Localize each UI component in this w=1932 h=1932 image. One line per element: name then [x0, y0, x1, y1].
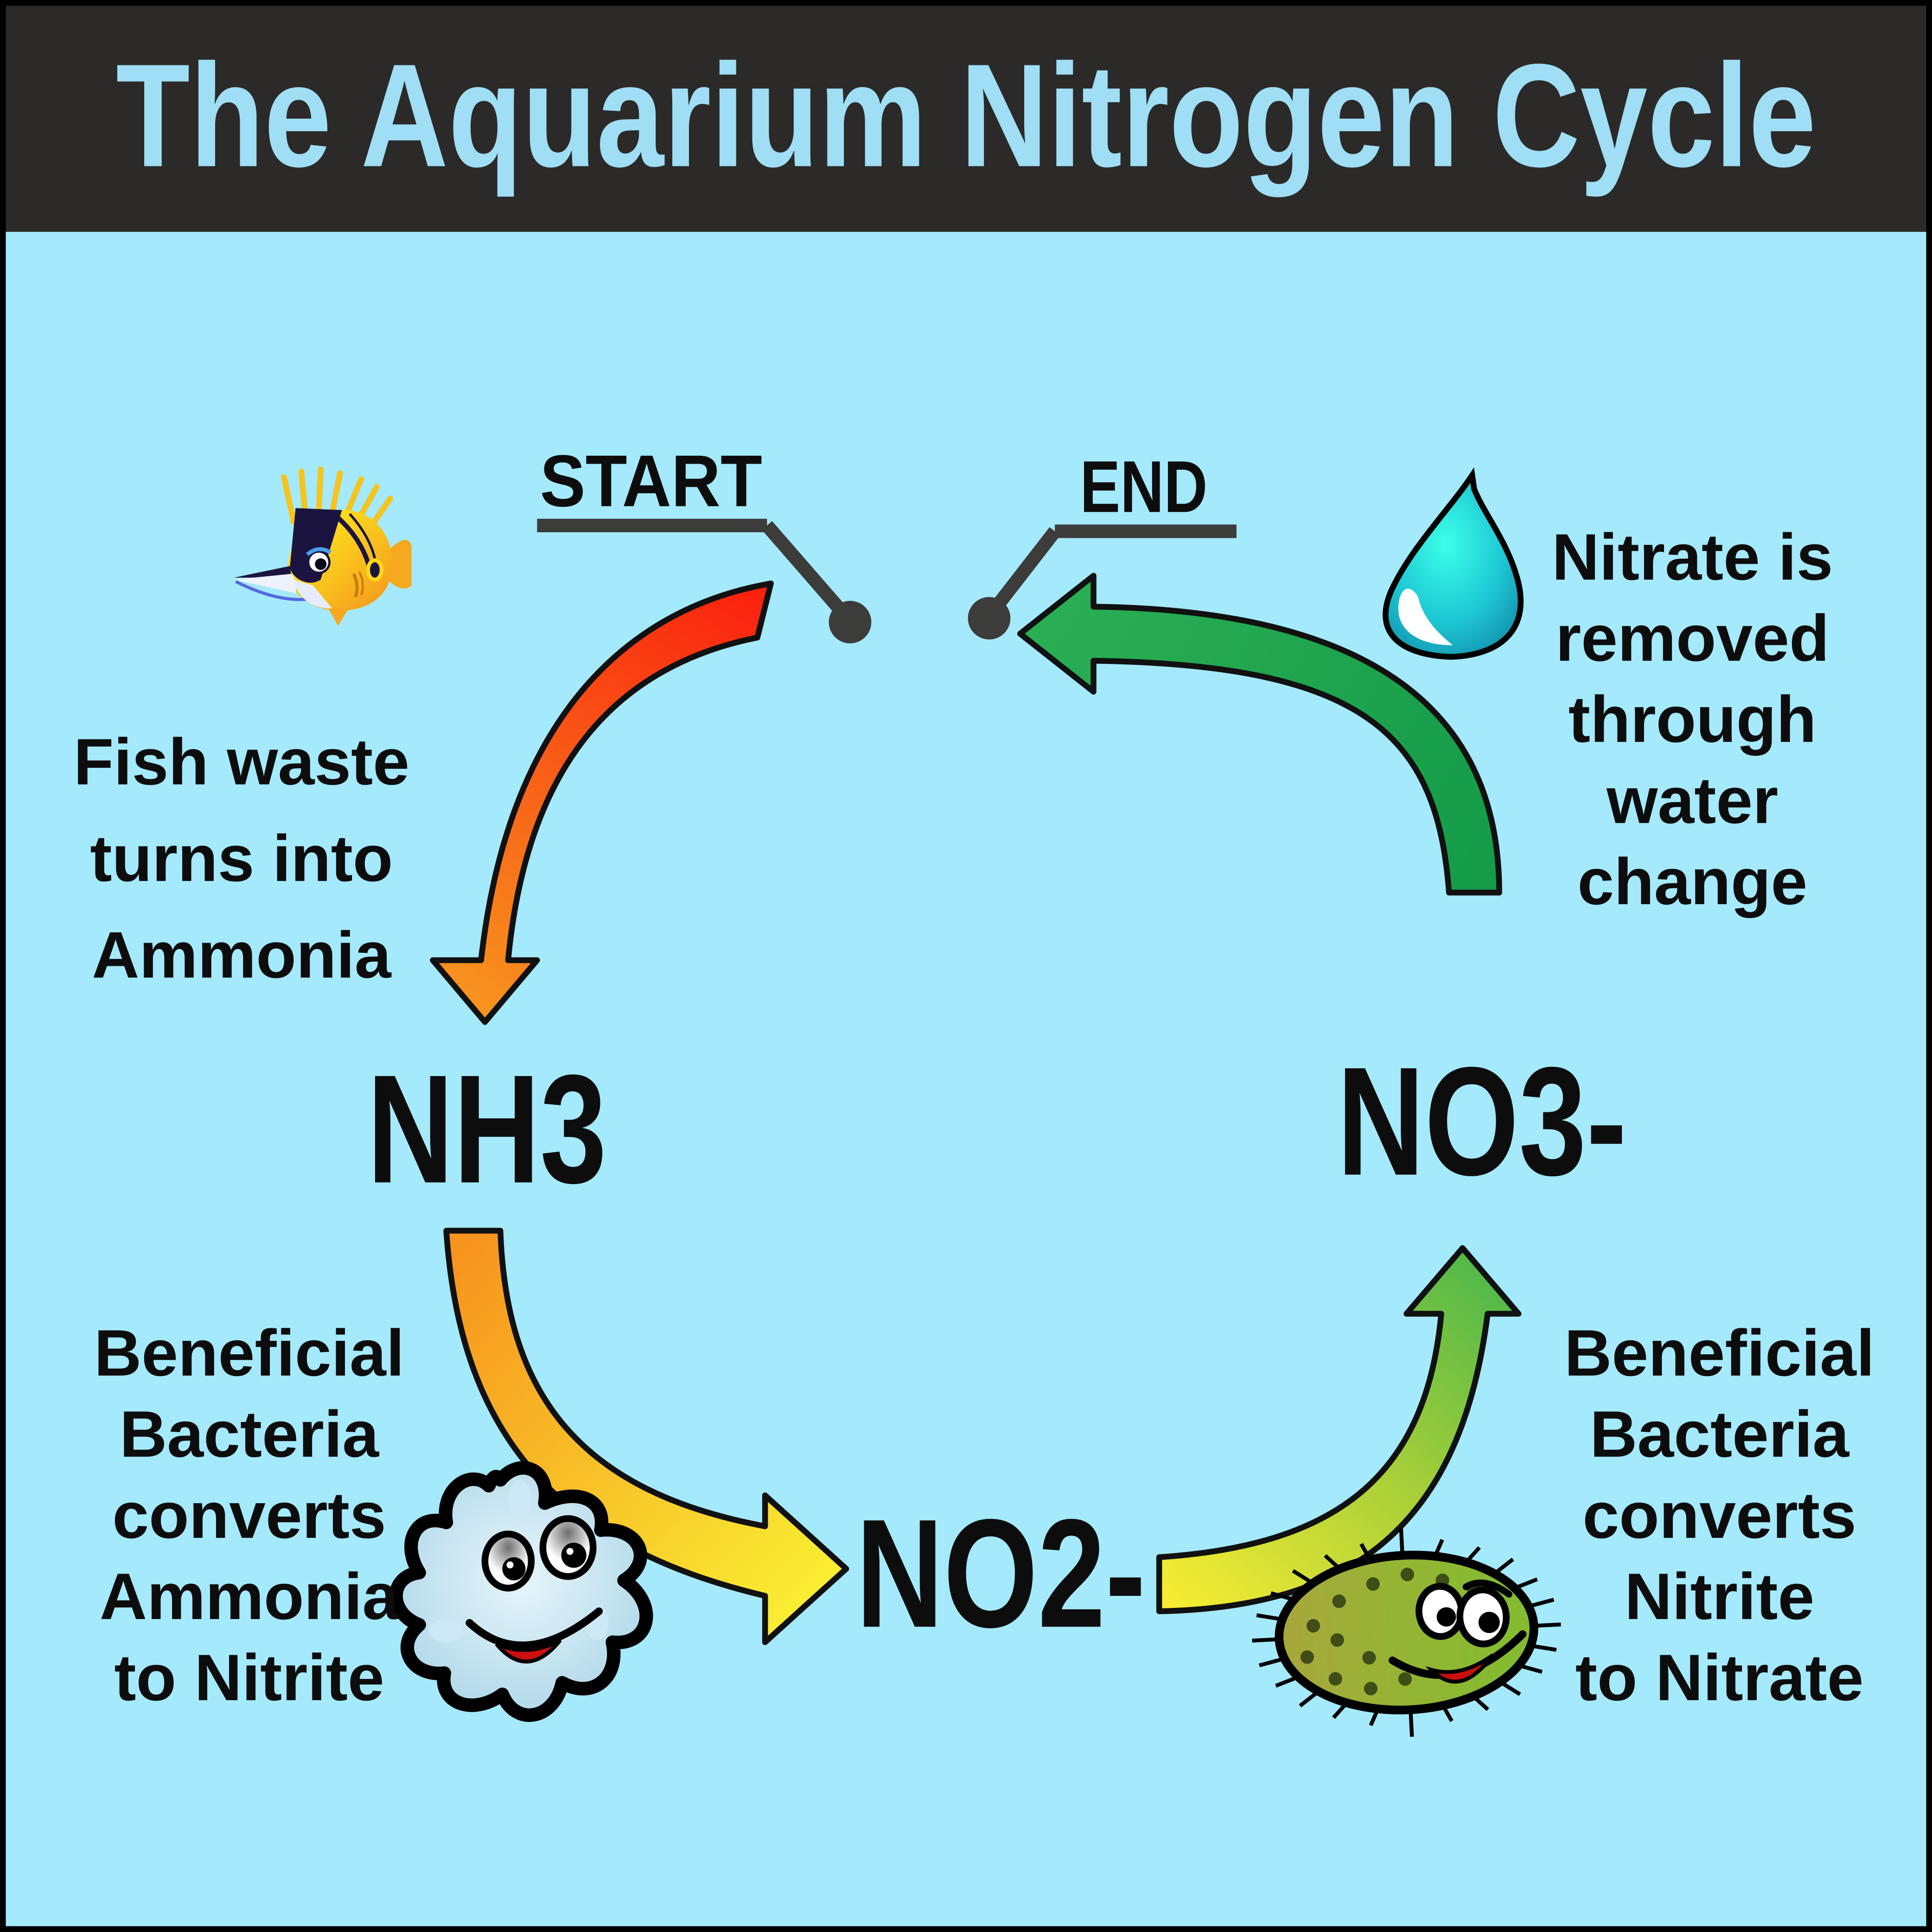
- note-fish-waste: Fish waste turns into Ammonia: [74, 726, 409, 992]
- note-line: through: [1569, 683, 1817, 756]
- note-line: Bacteria: [1590, 1398, 1849, 1471]
- note-line: Nitrite: [1625, 1560, 1814, 1633]
- note-line: converts: [1582, 1479, 1856, 1552]
- note-line: converts: [112, 1479, 386, 1552]
- note-line: removed: [1556, 602, 1830, 675]
- note-ammonia-to-nitrite: Beneficial Bacteria converts Ammonia to …: [94, 1317, 404, 1715]
- end-marker: [968, 524, 1237, 640]
- green-bacteria-icon: [1252, 1528, 1561, 1737]
- note-line: to Nitrite: [114, 1641, 384, 1715]
- end-label: END: [1080, 446, 1207, 528]
- start-dot: [829, 600, 872, 644]
- fish-icon: [234, 466, 412, 626]
- note-line: Fish waste: [74, 726, 409, 799]
- blue-bacteria-icon: [389, 1461, 653, 1722]
- arrow-nitrate-to-end: [1017, 573, 1502, 896]
- nitrate-label: NO3-: [1337, 1035, 1627, 1208]
- note-line: Nitrate is: [1552, 521, 1833, 594]
- note-line: Beneficial: [1564, 1317, 1875, 1390]
- page-title: The Aquarium Nitrogen Cycle: [116, 33, 1816, 198]
- note-line: Ammonia: [92, 919, 392, 992]
- arrow-start-to-ammonia: [430, 580, 774, 1025]
- arrow-ammonia-to-nitrite: [443, 1228, 849, 1645]
- title-bar: [6, 6, 1926, 232]
- note-line: turns into: [90, 822, 393, 895]
- start-label: START: [540, 440, 762, 522]
- note-line: change: [1577, 845, 1807, 918]
- note-line: Beneficial: [94, 1317, 404, 1390]
- note-line: to Nitrate: [1575, 1641, 1864, 1715]
- end-dot: [968, 597, 1011, 640]
- note-nitrite-to-nitrate: Beneficial Bacteria converts Nitrite to …: [1564, 1317, 1875, 1715]
- nitrite-label: NO2-: [856, 1487, 1146, 1660]
- note-line: Bacteria: [120, 1398, 379, 1471]
- note-water-change: Nitrate is removed through water change: [1552, 521, 1833, 918]
- background: [6, 6, 1926, 1926]
- start-marker: [537, 518, 872, 644]
- note-line: water: [1606, 764, 1778, 837]
- ammonia-label: NH3: [367, 1042, 607, 1215]
- note-line: Ammonia: [100, 1560, 400, 1633]
- water-drop-icon: [1383, 467, 1524, 660]
